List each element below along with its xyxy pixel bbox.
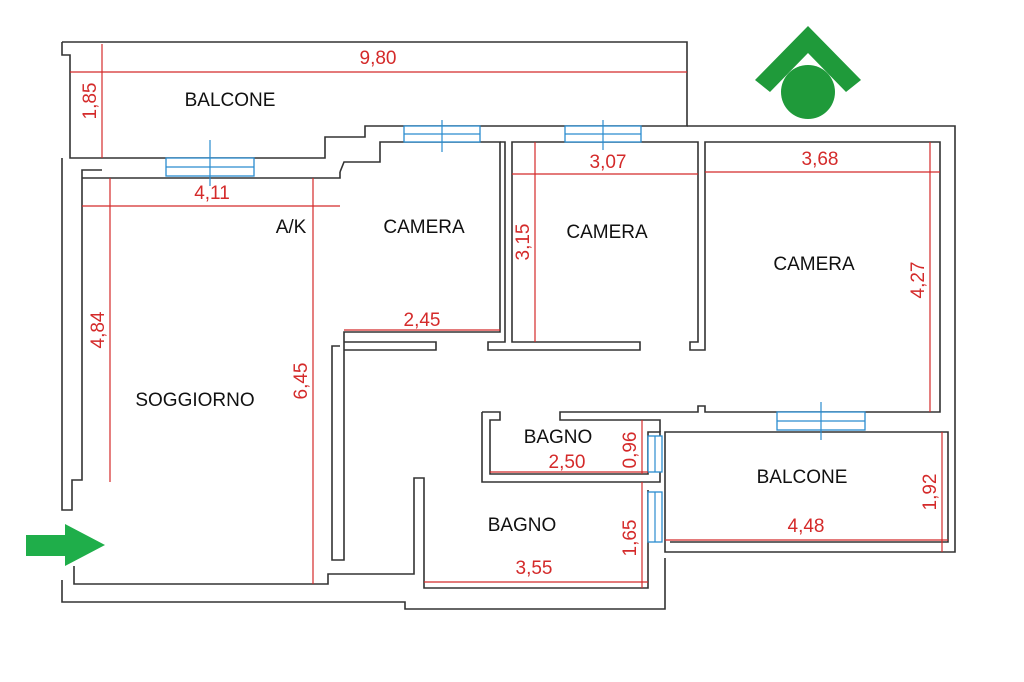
room-bagno-small: BAGNO (524, 427, 593, 448)
room-camera-2: CAMERA (566, 222, 648, 243)
dim-camera-3-width: 3,68 (802, 149, 839, 170)
window-soggiorno (165, 140, 255, 186)
wall-right-outer (664, 125, 956, 553)
wall-soggiorno-top (82, 172, 341, 179)
dim-bagno-small-height: 0,96 (620, 432, 641, 469)
dim-camera-3-height: 4,27 (908, 262, 929, 299)
dim-camera-1-width: 2,45 (404, 310, 441, 331)
dim-soggiorno-width: 4,11 (194, 183, 230, 204)
dim-soggiorno-left-height: 4,84 (88, 311, 109, 348)
wall-bedrooms-top (487, 141, 941, 432)
wall-bottom-left (61, 558, 666, 610)
dimension-lines (70, 44, 948, 588)
room-camera-3: CAMERA (773, 254, 855, 275)
wall-corridor-door (344, 341, 437, 351)
dim-balcone-right-width: 4,48 (788, 516, 825, 537)
dim-balcone-top-width: 9,80 (360, 48, 397, 69)
dim-soggiorno-height: 6,45 (291, 363, 312, 400)
window-bagno-large (647, 491, 663, 543)
window-camera-3 (776, 402, 866, 440)
room-camera-1: CAMERA (383, 217, 465, 238)
window-camera-2 (564, 120, 642, 150)
entry-arrow-icon (26, 524, 105, 566)
wall-left-outer (61, 158, 102, 511)
dim-camera-2-height: 3,15 (513, 224, 534, 261)
room-ak: A/K (276, 217, 307, 238)
window-camera-1 (403, 120, 481, 152)
room-bagno-large: BAGNO (488, 515, 557, 536)
room-balcone-top: BALCONE (185, 90, 276, 111)
dim-balcone-right-depth: 1,92 (920, 474, 941, 511)
wall-bottom-inner (73, 477, 649, 589)
room-labels: BALCONE A/K SOGGIORNO CAMERA CAMERA CAME… (135, 90, 855, 536)
dim-camera-2-width: 3,07 (590, 152, 627, 173)
window-bagno-small (647, 435, 663, 473)
dim-bagno-large-height: 1,65 (620, 520, 641, 557)
dimension-labels: 9,80 1,85 4,11 4,84 6,45 2,45 3,07 3,15 … (80, 48, 941, 579)
dim-bagno-large-width: 3,55 (516, 558, 553, 579)
wall-corridor (331, 141, 501, 561)
room-soggiorno: SOGGIORNO (135, 390, 254, 411)
wall-bagno-small (481, 411, 661, 483)
room-balcone-right: BALCONE (757, 467, 848, 488)
house-logo-icon (755, 26, 861, 119)
dim-bagno-small-width: 2,50 (549, 452, 586, 473)
walls (61, 41, 956, 610)
dim-balcone-top-depth: 1,85 (80, 83, 101, 120)
wall-balcone-top (61, 41, 688, 159)
